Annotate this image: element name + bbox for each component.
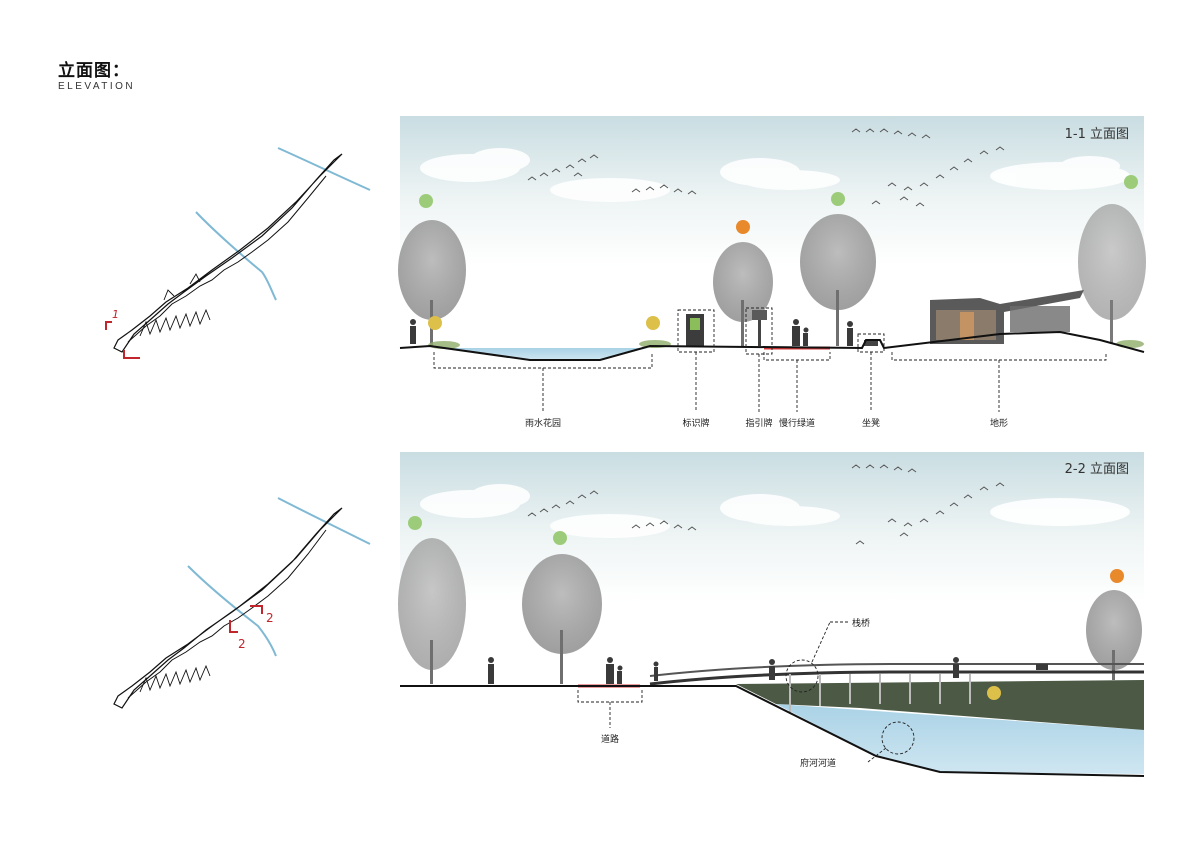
- ground-line: [399, 330, 1145, 361]
- key-map-2: 2 2: [113, 497, 371, 709]
- label-trestle: 栈桥: [852, 617, 870, 629]
- marker-orange: [1110, 569, 1124, 583]
- clouds: [420, 148, 1130, 202]
- label-road: 道路: [601, 733, 619, 745]
- tree: [1086, 590, 1142, 680]
- embankment-vegetation: [736, 680, 1144, 730]
- key-map-1: 1: [105, 147, 371, 359]
- label-guide-board: 指引牌: [745, 417, 772, 429]
- clouds: [420, 484, 1130, 538]
- page-title: 立面图：: [58, 61, 130, 81]
- marker-yellow: [987, 686, 1001, 700]
- label-bench: 坐凳: [862, 418, 880, 429]
- label-terrain: 地形: [990, 417, 1008, 429]
- section-title: 1-1 立面图: [1065, 127, 1129, 142]
- river-water: [776, 704, 1144, 774]
- sky: [400, 452, 1144, 602]
- site-outline: [127, 529, 327, 699]
- birds: [527, 464, 1005, 545]
- site-outline: [163, 273, 201, 301]
- marker-green: [553, 531, 567, 545]
- callouts: [433, 307, 1107, 412]
- pavilion-building: [930, 290, 1084, 344]
- signpost: [1036, 664, 1048, 670]
- people: [488, 657, 959, 684]
- tree: [522, 554, 602, 684]
- guide-board: [752, 310, 767, 346]
- site-outline: [139, 308, 211, 337]
- section-marker-label: 2: [238, 637, 246, 651]
- section-marker-label: 1: [112, 308, 119, 321]
- marker-yellow: [646, 316, 660, 330]
- label-greenway: 慢行绿道: [779, 417, 815, 429]
- section-marker-label: 2: [266, 611, 274, 625]
- site-outline: [113, 153, 343, 353]
- sign-board: [686, 314, 704, 346]
- river-line: [277, 147, 371, 191]
- rain-garden-water: [436, 348, 648, 360]
- site-outline: [113, 507, 343, 709]
- marker-green: [1124, 175, 1138, 189]
- elevation-2-2: 栈桥 道路 府河河道 2-2 立面图: [398, 452, 1145, 777]
- site-outline: [127, 175, 327, 343]
- marker-orange: [736, 220, 750, 234]
- people: [410, 319, 853, 346]
- marker-green: [408, 516, 422, 530]
- marker-green: [419, 194, 433, 208]
- page-subtitle: ELEVATION: [58, 81, 136, 92]
- river-line: [195, 211, 277, 301]
- tree: [398, 538, 466, 684]
- birds: [527, 128, 1005, 207]
- tree: [713, 242, 773, 346]
- callouts: [577, 621, 915, 763]
- marker-yellow: [428, 316, 442, 330]
- river-line: [187, 565, 277, 657]
- site-outline: [139, 664, 211, 693]
- label-sign-board: 标识牌: [682, 417, 709, 429]
- elevation-1-1: 雨水花园 标识牌 指引牌 慢行绿道 坐凳 地形 1-1 立面图: [398, 116, 1146, 429]
- section-marker-1: [105, 321, 140, 359]
- tree: [800, 214, 876, 346]
- label-river: 府河河道: [800, 757, 836, 769]
- label-rain-garden: 雨水花园: [525, 417, 561, 429]
- tree: [1078, 204, 1146, 344]
- bench: [864, 340, 878, 346]
- section-title: 2-2 立面图: [1065, 462, 1129, 477]
- sky: [400, 116, 1144, 266]
- section-marker-2: [229, 605, 263, 633]
- marker-green: [831, 192, 845, 206]
- river-line: [277, 497, 371, 545]
